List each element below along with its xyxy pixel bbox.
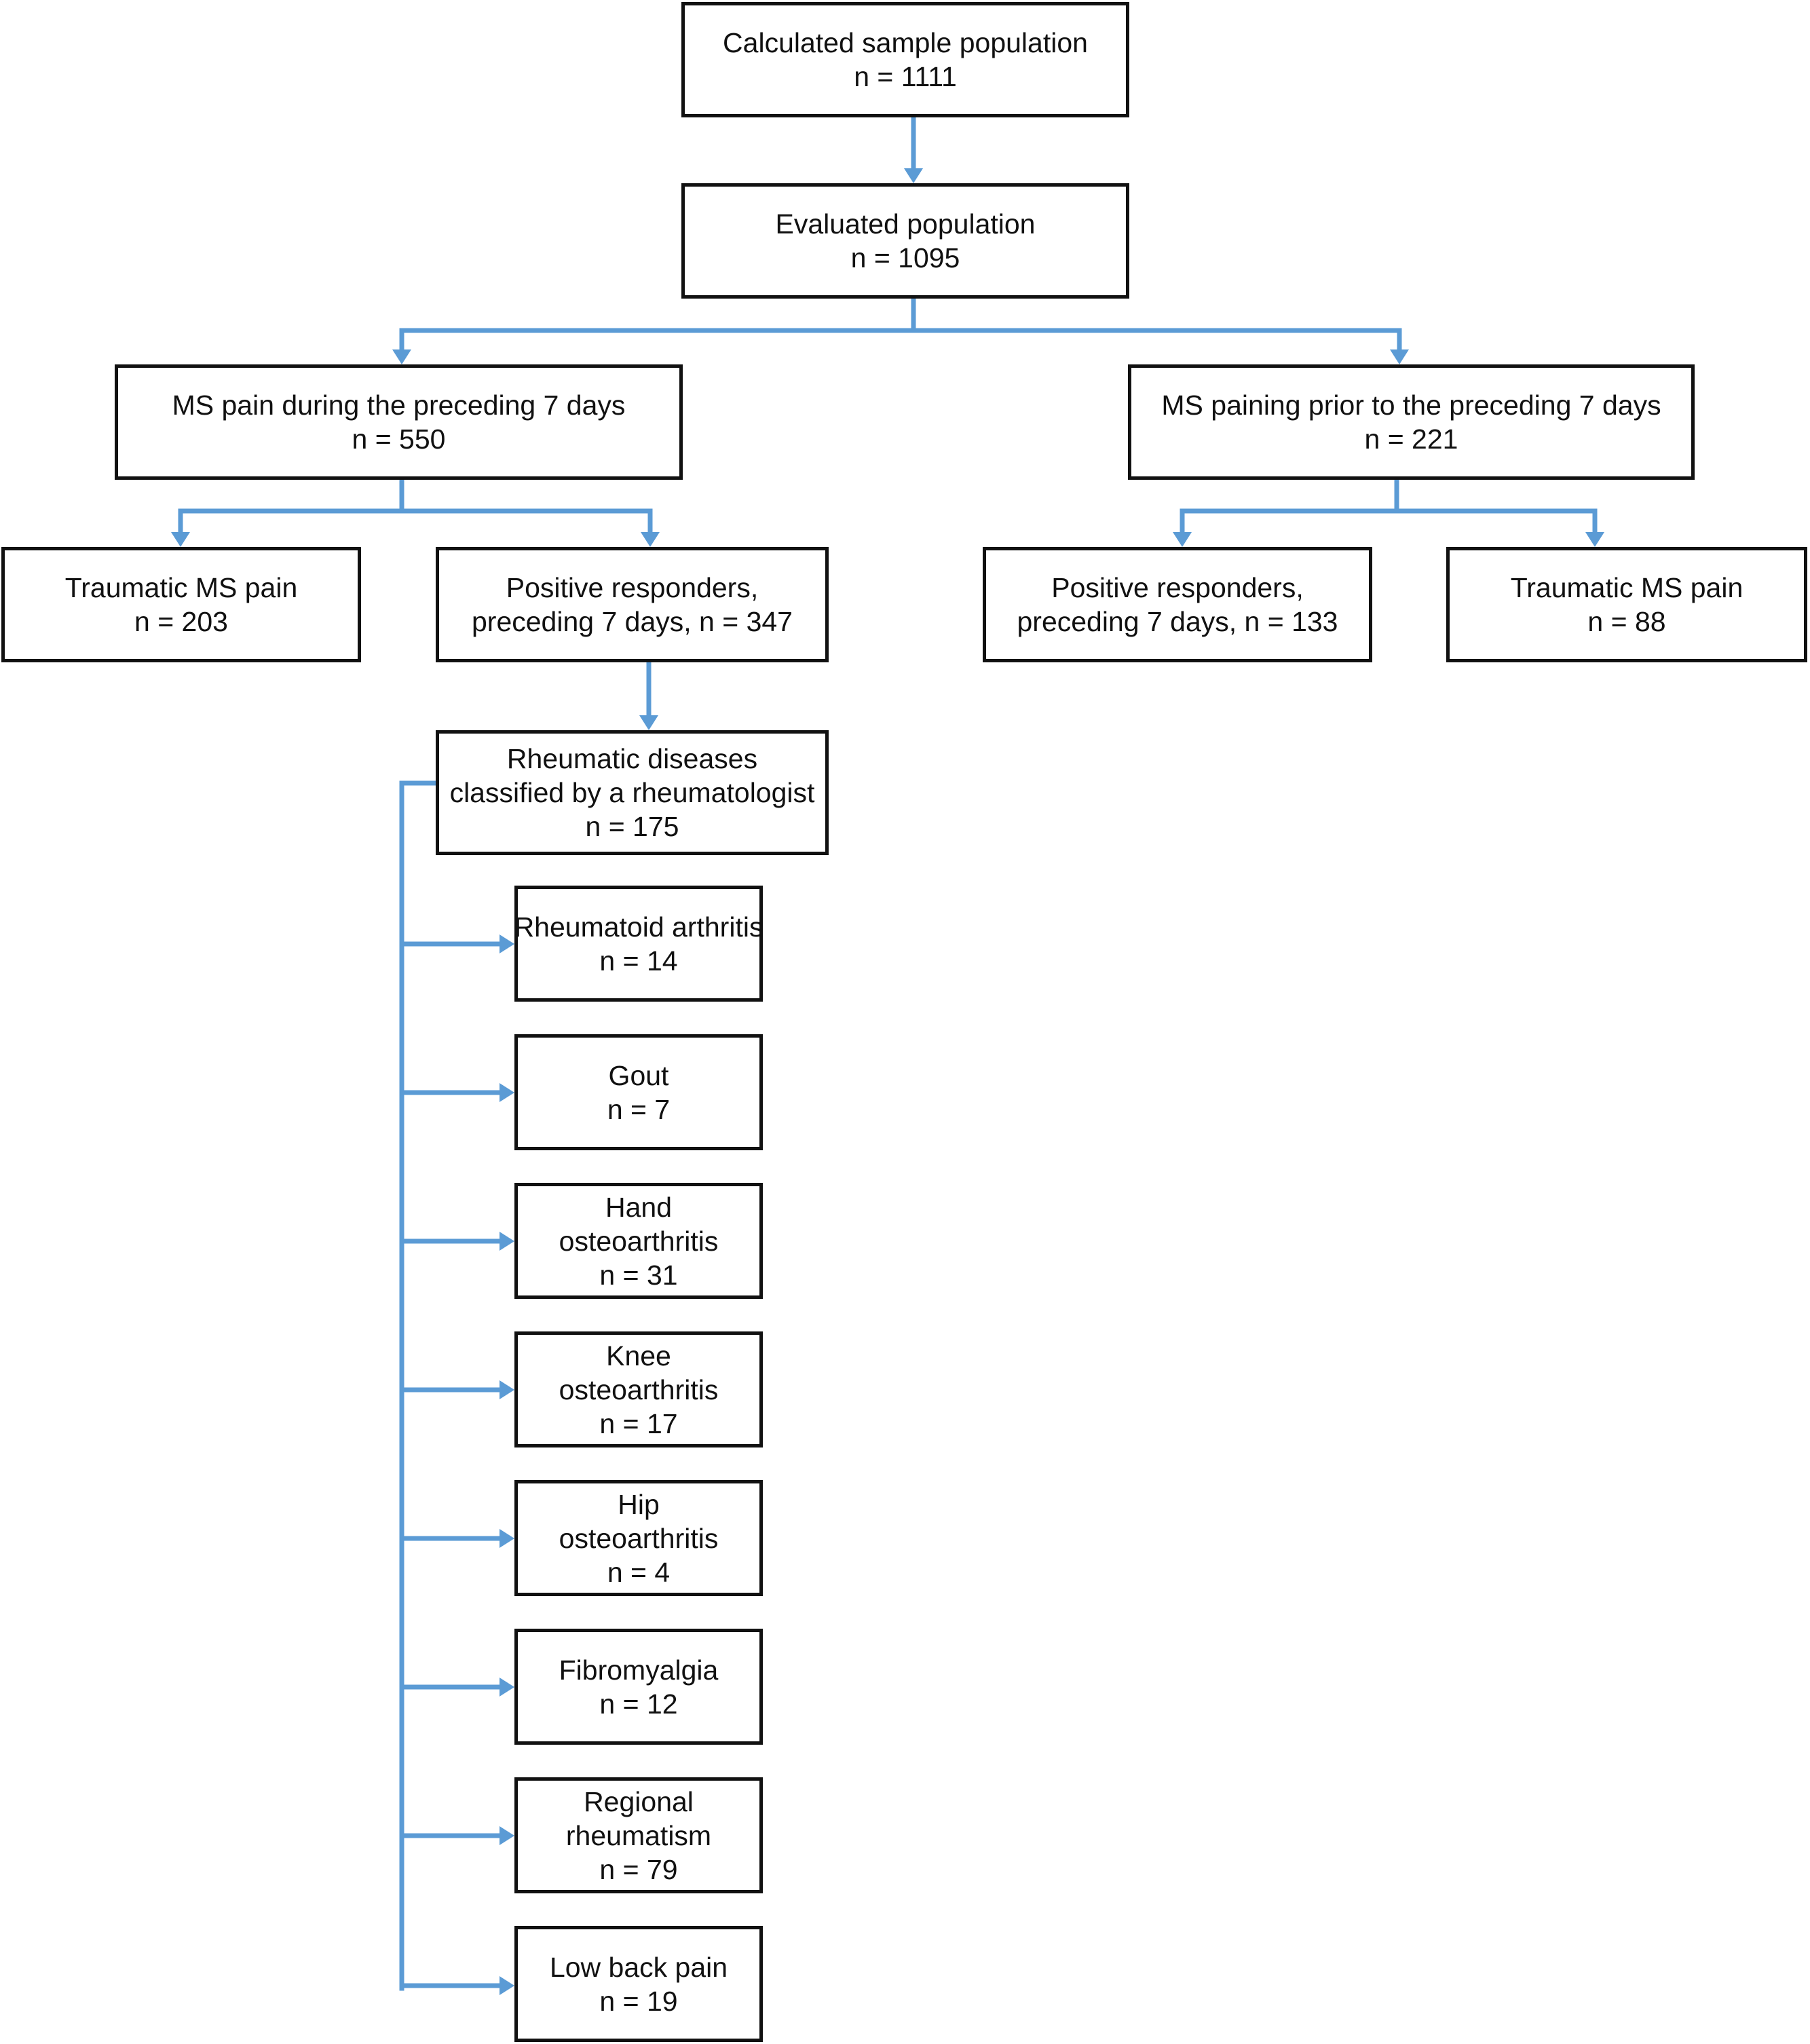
- arrowhead-down: [639, 715, 658, 730]
- arrowhead-down: [1585, 532, 1604, 547]
- arrowhead-down: [392, 349, 411, 364]
- node-count: n = 4: [607, 1556, 671, 1588]
- node-count: n = 88: [1587, 606, 1666, 637]
- node-label: Hip: [618, 1488, 660, 1520]
- node-ms-pain-prior: MS paining prior to the preceding 7 days…: [1128, 364, 1695, 480]
- node-fibromyalgia: Fibromyalgia n = 12: [514, 1629, 763, 1745]
- node-count: n = 203: [134, 606, 228, 637]
- node-label: Rheumatoid arthritis: [514, 911, 763, 943]
- node-count: n = 7: [607, 1093, 671, 1125]
- node-hip-osteoarthritis: Hip osteoarthritis n = 4: [514, 1480, 763, 1596]
- node-count: n = 19: [599, 1985, 678, 2017]
- node-positive-responders-left: Positive responders, preceding 7 days, n…: [436, 547, 829, 662]
- node-label-sub: osteoarthritis: [559, 1225, 719, 1257]
- node-count: n = 550: [352, 423, 446, 455]
- node-label-sub: osteoarthritis: [559, 1374, 719, 1405]
- node-hand-osteoarthritis: Hand osteoarthritis n = 31: [514, 1183, 763, 1299]
- node-rheumatic-diseases: Rheumatic diseases classified by a rheum…: [436, 730, 829, 855]
- arrowhead-right: [499, 1976, 514, 1995]
- node-label: Positive responders,: [1051, 572, 1304, 603]
- node-label: Traumatic MS pain: [1510, 572, 1743, 603]
- arrowhead-down: [641, 532, 660, 547]
- node-label: Traumatic MS pain: [64, 572, 298, 603]
- node-count: n = 12: [599, 1688, 678, 1720]
- node-gout: Gout n = 7: [514, 1034, 763, 1150]
- node-count: preceding 7 days, n = 347: [472, 606, 793, 637]
- arrowhead-right: [499, 1232, 514, 1251]
- node-calculated-sample-population: Calculated sample population n = 1111: [681, 2, 1129, 117]
- node-label: Regional: [584, 1785, 694, 1817]
- node-label: Knee: [606, 1340, 671, 1371]
- node-count: n = 31: [599, 1259, 678, 1291]
- arrowhead-down: [1390, 349, 1409, 364]
- node-regional-rheumatism: Regional rheumatism n = 79: [514, 1777, 763, 1893]
- node-label: MS pain during the preceding 7 days: [172, 390, 626, 421]
- node-count: n = 14: [599, 945, 678, 977]
- arrowhead-down: [171, 532, 190, 547]
- node-traumatic-ms-pain-right: Traumatic MS pain n = 88: [1446, 547, 1807, 662]
- node-positive-responders-right: Positive responders, preceding 7 days, n…: [983, 547, 1372, 662]
- node-label: Hand: [605, 1191, 672, 1223]
- node-label: Positive responders,: [506, 572, 759, 603]
- node-label: Calculated sample population: [723, 27, 1088, 58]
- node-count: n = 175: [585, 811, 679, 842]
- node-label-sub: osteoarthritis: [559, 1522, 719, 1554]
- node-count: preceding 7 days, n = 133: [1017, 606, 1338, 637]
- arrowhead-right: [499, 1083, 514, 1102]
- node-ms-pain-preceding-7-days: MS pain during the preceding 7 days n = …: [115, 364, 683, 480]
- arrowhead-right: [499, 1380, 514, 1399]
- node-traumatic-ms-pain-left: Traumatic MS pain n = 203: [1, 547, 361, 662]
- node-count: n = 1095: [850, 242, 960, 273]
- arrowhead-down: [904, 168, 923, 183]
- node-label: Low back pain: [549, 1951, 728, 1983]
- node-count: n = 79: [599, 1853, 678, 1885]
- node-label: Evaluated population: [775, 208, 1036, 240]
- arrowhead-right: [499, 1529, 514, 1548]
- node-evaluated-population: Evaluated population n = 1095: [681, 183, 1129, 299]
- node-label: Rheumatic diseases: [506, 743, 758, 774]
- node-label: Fibromyalgia: [559, 1654, 719, 1686]
- node-count: n = 17: [599, 1407, 678, 1439]
- arrowhead-right: [499, 1678, 514, 1697]
- node-count: n = 1111: [854, 61, 957, 92]
- node-label-sub: rheumatism: [565, 1819, 712, 1851]
- arrowhead-down: [1173, 532, 1192, 547]
- node-label: Gout: [608, 1059, 669, 1091]
- node-knee-osteoarthritis: Knee osteoarthritis n = 17: [514, 1331, 763, 1447]
- node-rheumatoid-arthritis: Rheumatoid arthritis n = 14: [514, 886, 763, 1002]
- arrowhead-right: [499, 1826, 514, 1845]
- node-label-sub: classified by a rheumatologist: [449, 777, 815, 808]
- node-label: MS paining prior to the preceding 7 days: [1161, 390, 1661, 421]
- node-low-back-pain: Low back pain n = 19: [514, 1926, 763, 2042]
- node-count: n = 221: [1364, 423, 1458, 455]
- arrowhead-right: [499, 934, 514, 953]
